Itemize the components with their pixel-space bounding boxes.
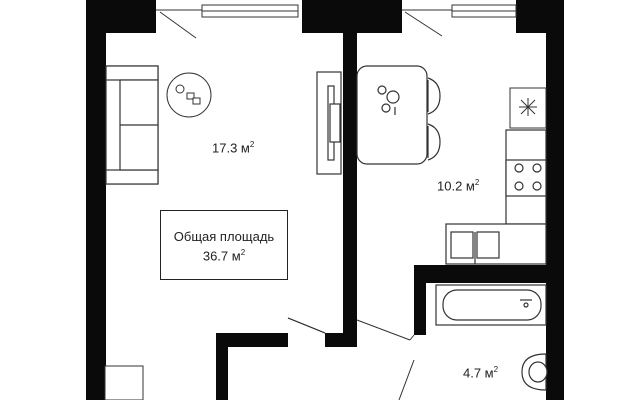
washbasin [521, 353, 548, 391]
walls [86, 0, 564, 400]
bathroom-area: 4.7 м2 [463, 365, 499, 381]
total-area-label: Общая площадь [173, 229, 275, 244]
wall-bath-top [414, 265, 564, 283]
wall-top-center [302, 0, 402, 33]
total-area-value: 36.7 м2 [202, 248, 246, 264]
wall-top-left-pillar [86, 0, 156, 33]
kitchen-counter [445, 129, 547, 265]
bathtub [435, 284, 547, 326]
fridge [509, 87, 547, 129]
round-table [166, 72, 212, 118]
dining-set [356, 65, 441, 165]
windows [201, 4, 517, 18]
wall-corridor-top [216, 333, 288, 347]
interior-doors [104, 317, 415, 400]
wall-corridor-mid [325, 333, 357, 347]
sofa [105, 65, 159, 185]
wall-right-outer [546, 0, 564, 400]
balcony-doors [156, 9, 452, 39]
kitchen-area: 10.2 м2 [437, 178, 480, 194]
wall-bath-left [414, 265, 426, 335]
wall-corridor-left [216, 333, 228, 400]
total-area-box: Общая площадь 36.7 м2 [160, 210, 288, 280]
tv-stand [316, 71, 342, 175]
living-room-area: 17.3 м2 [212, 140, 255, 156]
wall-middle-vertical [343, 33, 357, 338]
wall-left-outer [86, 0, 106, 400]
